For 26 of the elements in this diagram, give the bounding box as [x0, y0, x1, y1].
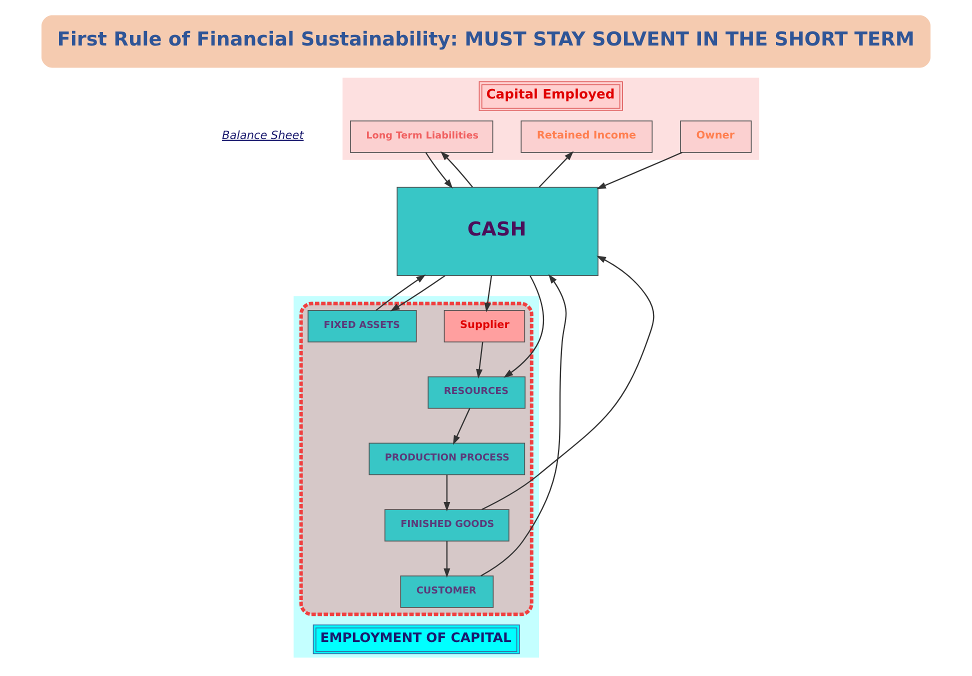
- arrow: [482, 256, 654, 510]
- arrow: [476, 342, 484, 379]
- node-box: Supplier: [444, 310, 526, 342]
- node-box: FINISHED GOODS: [384, 509, 510, 542]
- node-box: Retained Income: [520, 120, 653, 153]
- arrow: [452, 408, 470, 445]
- arrow: [444, 474, 450, 512]
- arrow: [538, 151, 574, 188]
- arrow: [425, 152, 453, 189]
- arrow: [390, 275, 446, 312]
- arrow: [444, 541, 450, 578]
- node-box: CASH: [396, 186, 598, 276]
- arrow: [504, 275, 544, 378]
- label: Balance Sheet: [222, 128, 304, 142]
- arrow: [596, 152, 682, 190]
- arrow: [440, 151, 474, 188]
- node-box: CUSTOMER: [400, 576, 494, 608]
- node-box: Long Term Liabilities: [350, 120, 494, 153]
- arrow: [484, 275, 492, 312]
- node-box: Owner: [680, 120, 752, 153]
- arrow: [480, 274, 567, 576]
- diagram-title: First Rule of Financial Sustainability: MUST STAY SOLVENT IN THE SHORT TERM: [57, 28, 915, 51]
- arrow: [376, 274, 426, 311]
- node-box: FIXED ASSETS: [308, 310, 417, 342]
- node-box: RESOURCES: [428, 376, 526, 409]
- node-box: PRODUCTION PROCESS: [368, 442, 526, 476]
